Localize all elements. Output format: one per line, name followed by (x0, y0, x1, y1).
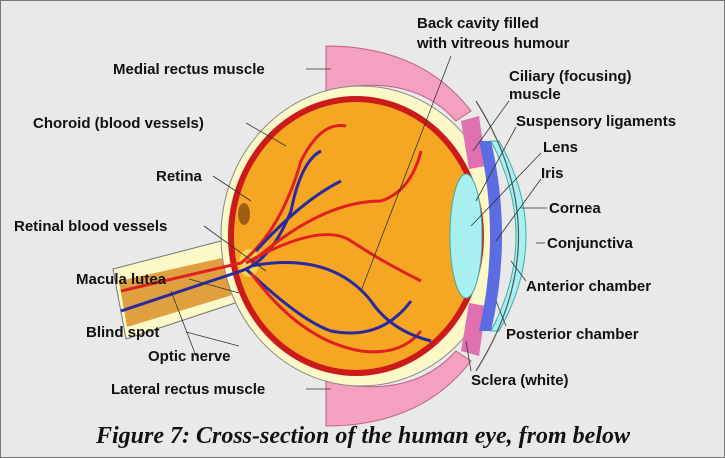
leader-lines (170, 55, 547, 390)
label-ciliary-1: Ciliary (focusing) (509, 68, 632, 85)
figure-caption: Figure 7: Cross-section of the human eye… (95, 423, 631, 449)
label-medial-rectus: Medial rectus muscle (113, 61, 265, 78)
vitreous-humour (234, 102, 478, 370)
iris (479, 141, 502, 331)
label-retina: Retina (156, 168, 203, 185)
label-back-cavity-1: Back cavity filled (417, 15, 539, 32)
ciliary-muscle-top (461, 116, 486, 169)
ciliary-muscle-bottom (461, 303, 486, 356)
label-sclera: Sclera (white) (471, 372, 569, 389)
label-suspensory: Suspensory ligaments (516, 113, 676, 130)
label-blind-spot: Blind spot (86, 324, 159, 341)
retinal-blood-vessels (120, 123, 432, 354)
label-lens: Lens (543, 139, 578, 156)
label-back-cavity-2: with vitreous humour (416, 35, 570, 52)
label-iris: Iris (541, 165, 564, 182)
label-posterior-chamber: Posterior chamber (506, 326, 639, 343)
label-anterior-chamber: Anterior chamber (526, 278, 651, 295)
label-macula: Macula lutea (76, 271, 167, 288)
label-cornea: Cornea (549, 200, 601, 217)
medial-rectus-muscle (325, 45, 472, 122)
conjunctiva (475, 100, 520, 372)
macula-lutea (238, 203, 250, 225)
label-choroid: Choroid (blood vessels) (33, 115, 204, 132)
cornea (490, 140, 527, 332)
label-ciliary-2: muscle (509, 86, 561, 103)
label-retinal-vessels: Retinal blood vessels (14, 218, 167, 235)
label-lateral-rectus: Lateral rectus muscle (111, 381, 265, 398)
label-conjunctiva: Conjunctiva (547, 235, 633, 252)
lateral-rectus-muscle (325, 350, 472, 427)
label-optic-nerve: Optic nerve (148, 348, 231, 365)
lens (449, 173, 483, 299)
